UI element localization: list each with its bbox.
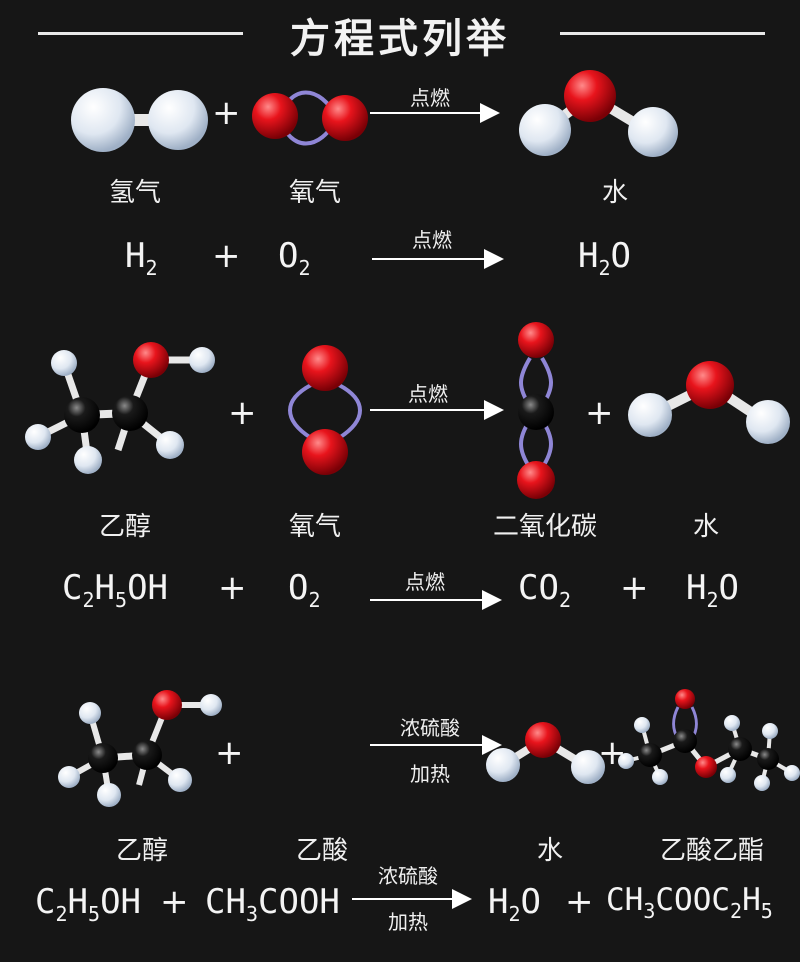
condition-catalyst: 浓硫酸 bbox=[400, 716, 460, 740]
label-water: 水 bbox=[601, 178, 628, 208]
formula-c2h5oh: C2H5OH bbox=[35, 882, 142, 926]
condition-ignite: 点燃 bbox=[408, 382, 448, 406]
formula-o2: O2 bbox=[278, 236, 311, 280]
condition-catalyst: 浓硫酸 bbox=[378, 864, 438, 888]
condition-heat: 加热 bbox=[410, 762, 450, 786]
water-molecule-model bbox=[486, 722, 605, 784]
label-water: 水 bbox=[692, 512, 719, 542]
ethanol-molecule-model bbox=[25, 342, 215, 474]
title-bar: 方程式列举 bbox=[0, 0, 800, 64]
plus-sign: + bbox=[228, 393, 257, 433]
formula-h2o: H2O bbox=[686, 568, 740, 612]
reaction-arrow bbox=[372, 249, 504, 269]
oxygen-molecule-model bbox=[288, 345, 362, 475]
label-ethyl-acetate: 乙酸乙酯 bbox=[659, 836, 764, 866]
label-acetic-acid: 乙酸 bbox=[295, 836, 348, 866]
condition-heat: 加热 bbox=[388, 910, 428, 934]
page-title: 方程式列举 bbox=[290, 16, 510, 62]
label-ethanol: 乙醇 bbox=[98, 512, 151, 542]
carbon-dioxide-molecule-model bbox=[517, 322, 555, 499]
formula-h2o: H2O bbox=[578, 236, 632, 280]
plus-sign: + bbox=[565, 882, 594, 922]
label-oxygen: 氧气 bbox=[288, 178, 341, 208]
label-ethanol: 乙醇 bbox=[115, 836, 168, 866]
plus-sign: + bbox=[160, 882, 189, 922]
formula-h2o: H2O bbox=[488, 882, 542, 926]
formula-h2: H2 bbox=[125, 236, 158, 280]
formula-o2: O2 bbox=[288, 568, 321, 612]
reaction-arrow bbox=[370, 735, 502, 755]
formula-c2h5oh: C2H5OH bbox=[62, 568, 169, 612]
title-divider-left bbox=[38, 32, 243, 35]
formula-ch3cooc2h5: CH3COOC2H5 bbox=[606, 882, 773, 923]
ethyl-acetate-molecule-model bbox=[618, 689, 800, 791]
condition-ignite: 点燃 bbox=[410, 86, 450, 110]
reaction-arrow bbox=[370, 103, 500, 123]
condition-ignite: 点燃 bbox=[412, 228, 452, 252]
plus-sign: + bbox=[212, 236, 241, 276]
ethanol-molecule-model bbox=[58, 690, 222, 807]
water-molecule-model bbox=[519, 70, 678, 157]
title-divider-right bbox=[560, 32, 765, 35]
formula-co2: CO2 bbox=[518, 568, 571, 612]
label-carbon-dioxide: 二氧化碳 bbox=[492, 512, 597, 542]
condition-ignite: 点燃 bbox=[405, 570, 445, 594]
plus-sign: + bbox=[212, 93, 241, 133]
reaction-arrow bbox=[370, 400, 504, 420]
oxygen-molecule-model bbox=[252, 90, 368, 146]
plus-sign: + bbox=[620, 568, 649, 608]
reaction-arrow bbox=[352, 889, 472, 909]
label-hydrogen: 氢气 bbox=[108, 178, 161, 208]
reaction-arrow bbox=[370, 590, 502, 610]
water-molecule-model bbox=[628, 361, 790, 444]
plus-sign: + bbox=[215, 733, 244, 773]
label-water: 水 bbox=[536, 836, 563, 866]
label-oxygen: 氧气 bbox=[288, 512, 341, 542]
formula-ch3cooh: CH3COOH bbox=[205, 882, 340, 926]
plus-sign: + bbox=[218, 568, 247, 608]
hydrogen-molecule-model bbox=[71, 88, 208, 152]
plus-sign: + bbox=[585, 393, 614, 433]
